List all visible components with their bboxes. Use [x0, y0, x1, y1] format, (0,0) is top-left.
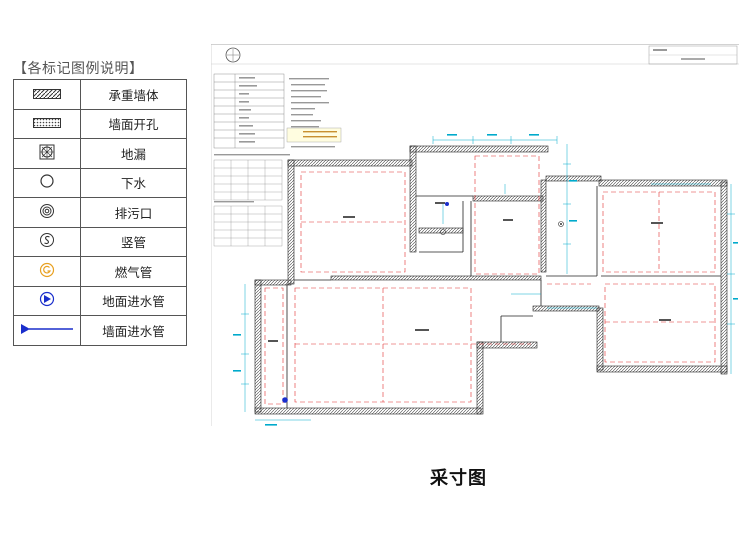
floor-drain-icon: [13, 138, 81, 169]
legend-row: 墙面进水管: [13, 315, 187, 346]
floor-plan-drawing: [210, 43, 739, 426]
sheet-data-tables: [213, 159, 283, 247]
drain-icon: [440, 229, 446, 235]
vertical-pipe-icon: [13, 226, 81, 257]
floor-inlet-pipe-icon: [13, 285, 81, 316]
gas-pipe-icon: [13, 256, 81, 287]
wall-opening-icon: [13, 108, 81, 139]
legend-label: 地漏: [80, 138, 187, 169]
legend-label: 墙面开孔: [80, 108, 187, 139]
legend-label: 排污口: [80, 197, 187, 228]
sheet-legend-block: [213, 73, 285, 149]
legend-row: 下水: [13, 167, 187, 198]
legend-row: 墙面开孔: [13, 108, 187, 139]
legend-row: 地面进水管: [13, 285, 187, 316]
floor-inlet-pipe-icon: [445, 202, 449, 206]
legend-label: 地面进水管: [80, 285, 187, 316]
logo-icon: [225, 47, 241, 63]
legend-table: 承重墙体 墙面开孔 地漏 下水 排污口 竖管 燃气管: [13, 79, 187, 346]
drain-icon: [558, 221, 564, 227]
page-caption: 采寸图: [430, 468, 487, 489]
legend-label: 下水: [80, 167, 187, 198]
legend-row: 地漏: [13, 138, 187, 169]
drain-icon: [13, 167, 81, 198]
centerlines: [264, 155, 716, 405]
sewage-outlet-icon: [13, 197, 81, 228]
room-labels: [268, 202, 671, 342]
legend-label: 承重墙体: [80, 79, 187, 110]
floor-inlet-pipe-icon: [282, 397, 288, 403]
legend-label: 墙面进水管: [80, 315, 187, 346]
legend-title: 【各标记图例说明】: [13, 61, 144, 77]
dimension-lines: [241, 136, 735, 421]
bearing-wall-icon: [13, 79, 81, 110]
legend-label: 燃气管: [80, 256, 187, 287]
title-block: [648, 45, 738, 65]
interior-walls: [286, 186, 721, 408]
legend-row: 排污口: [13, 197, 187, 228]
legend-row: 承重墙体: [13, 79, 187, 110]
wall-inlet-pipe-icon: [13, 315, 81, 346]
legend-row: 竖管: [13, 226, 187, 257]
legend-label: 竖管: [80, 226, 187, 257]
legend-row: 燃气管: [13, 256, 187, 287]
bearing-walls: [254, 145, 728, 415]
